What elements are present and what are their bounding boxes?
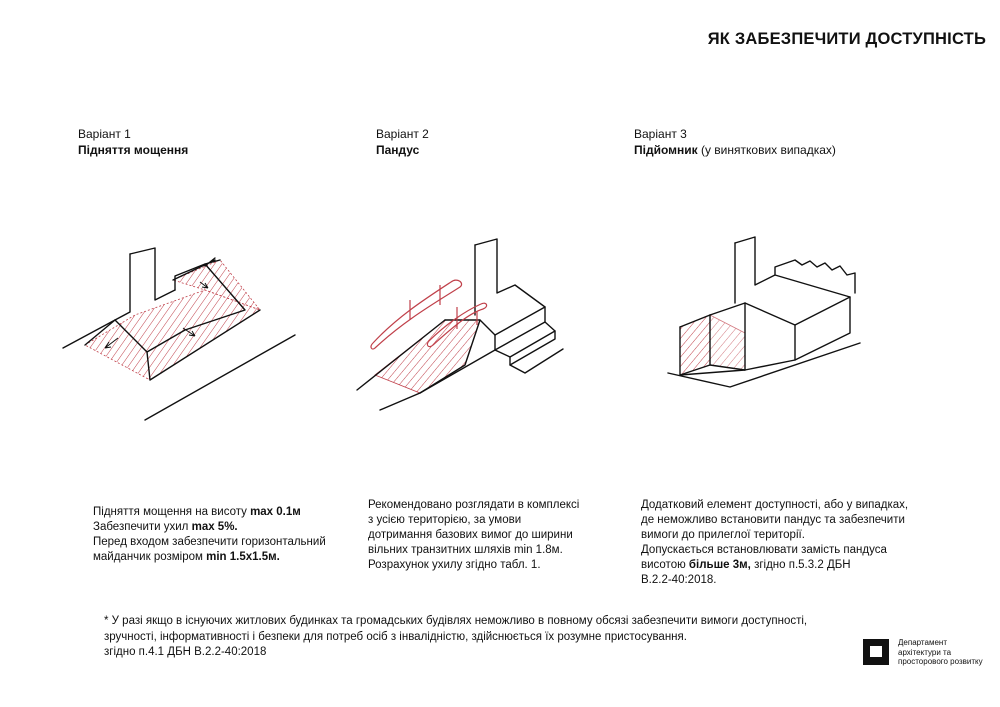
desc3-line4: Допускається встановлювати замість панду… xyxy=(641,544,887,556)
desc3-line1: Додатковий елемент доступності, або у ви… xyxy=(641,499,909,511)
variant-3-note: (у виняткових випадках) xyxy=(697,143,836,157)
footnote-line1: * У разі якщо в існуючих житлових будинк… xyxy=(104,615,808,627)
logo-square-icon xyxy=(863,639,889,666)
variant-3-description: Додатковий елемент доступності, або у ви… xyxy=(641,498,908,588)
variant-2-name: Пандус xyxy=(376,143,420,157)
variant-2-number: Варіант 2 xyxy=(376,127,429,141)
variant-1-description: Підняття мощення на висоту max 0.1м Забе… xyxy=(93,505,326,565)
logo-text: Департамент архітектури та просторового … xyxy=(898,638,983,666)
desc2-line5: Розрахунок ухилу згідно табл. 1. xyxy=(368,559,541,571)
footnote: * У разі якщо в існуючих житлових будинк… xyxy=(104,614,807,661)
desc3-line5: висотою більше 3м, згідно п.5.3.2 ДБН xyxy=(641,559,851,571)
page-title: ЯК ЗАБЕЗПЕЧИТИ ДОСТУПНІСТЬ xyxy=(707,30,986,48)
variant-3-heading: Варіант 3 Підйомник (у виняткових випадк… xyxy=(634,126,836,158)
desc2-line2: з усією територією, за умови xyxy=(368,514,522,526)
variant-3-name: Підйомник xyxy=(634,143,698,157)
desc2-line4: вільних транзитних шляхів min 1.8м. xyxy=(368,544,563,556)
variant-1-heading: Варіант 1 Підняття мощення xyxy=(78,126,188,158)
footnote-line3: згідно п.4.1 ДБН В.2.2-40:2018 xyxy=(104,646,267,658)
variant-1-number: Варіант 1 xyxy=(78,127,131,141)
department-logo: Департамент архітектури та просторового … xyxy=(863,638,983,667)
desc1-line1: Підняття мощення на висоту max 0.1м xyxy=(93,506,301,518)
desc3-line2: де неможливо встановити пандус та забезп… xyxy=(641,514,905,526)
desc1-line4: майданчик розміром min 1.5x1.5м. xyxy=(93,551,280,563)
desc2-line3: дотримання базових вимог до ширини xyxy=(368,529,573,541)
variant-2-heading: Варіант 2 Пандус xyxy=(376,126,429,158)
sketch-lift xyxy=(650,225,880,400)
sketch-raised-paving xyxy=(55,230,315,430)
variant-3-number: Варіант 3 xyxy=(634,127,687,141)
desc1-line3: Перед входом забезпечити горизонтальний xyxy=(93,536,326,548)
desc1-line2: Забезпечити ухил max 5%. xyxy=(93,521,238,533)
desc3-line3: вимоги до прилеглої території. xyxy=(641,529,805,541)
footnote-line2: зручності, інформативності і безпеки для… xyxy=(104,630,687,643)
variant-1-name: Підняття мощення xyxy=(78,143,189,157)
sketch-ramp xyxy=(345,225,585,425)
desc3-line6: В.2.2-40:2018. xyxy=(641,574,717,586)
variant-2-description: Рекомендовано розглядати в комплексі з у… xyxy=(368,498,579,573)
desc2-line1: Рекомендовано розглядати в комплексі xyxy=(368,499,580,511)
